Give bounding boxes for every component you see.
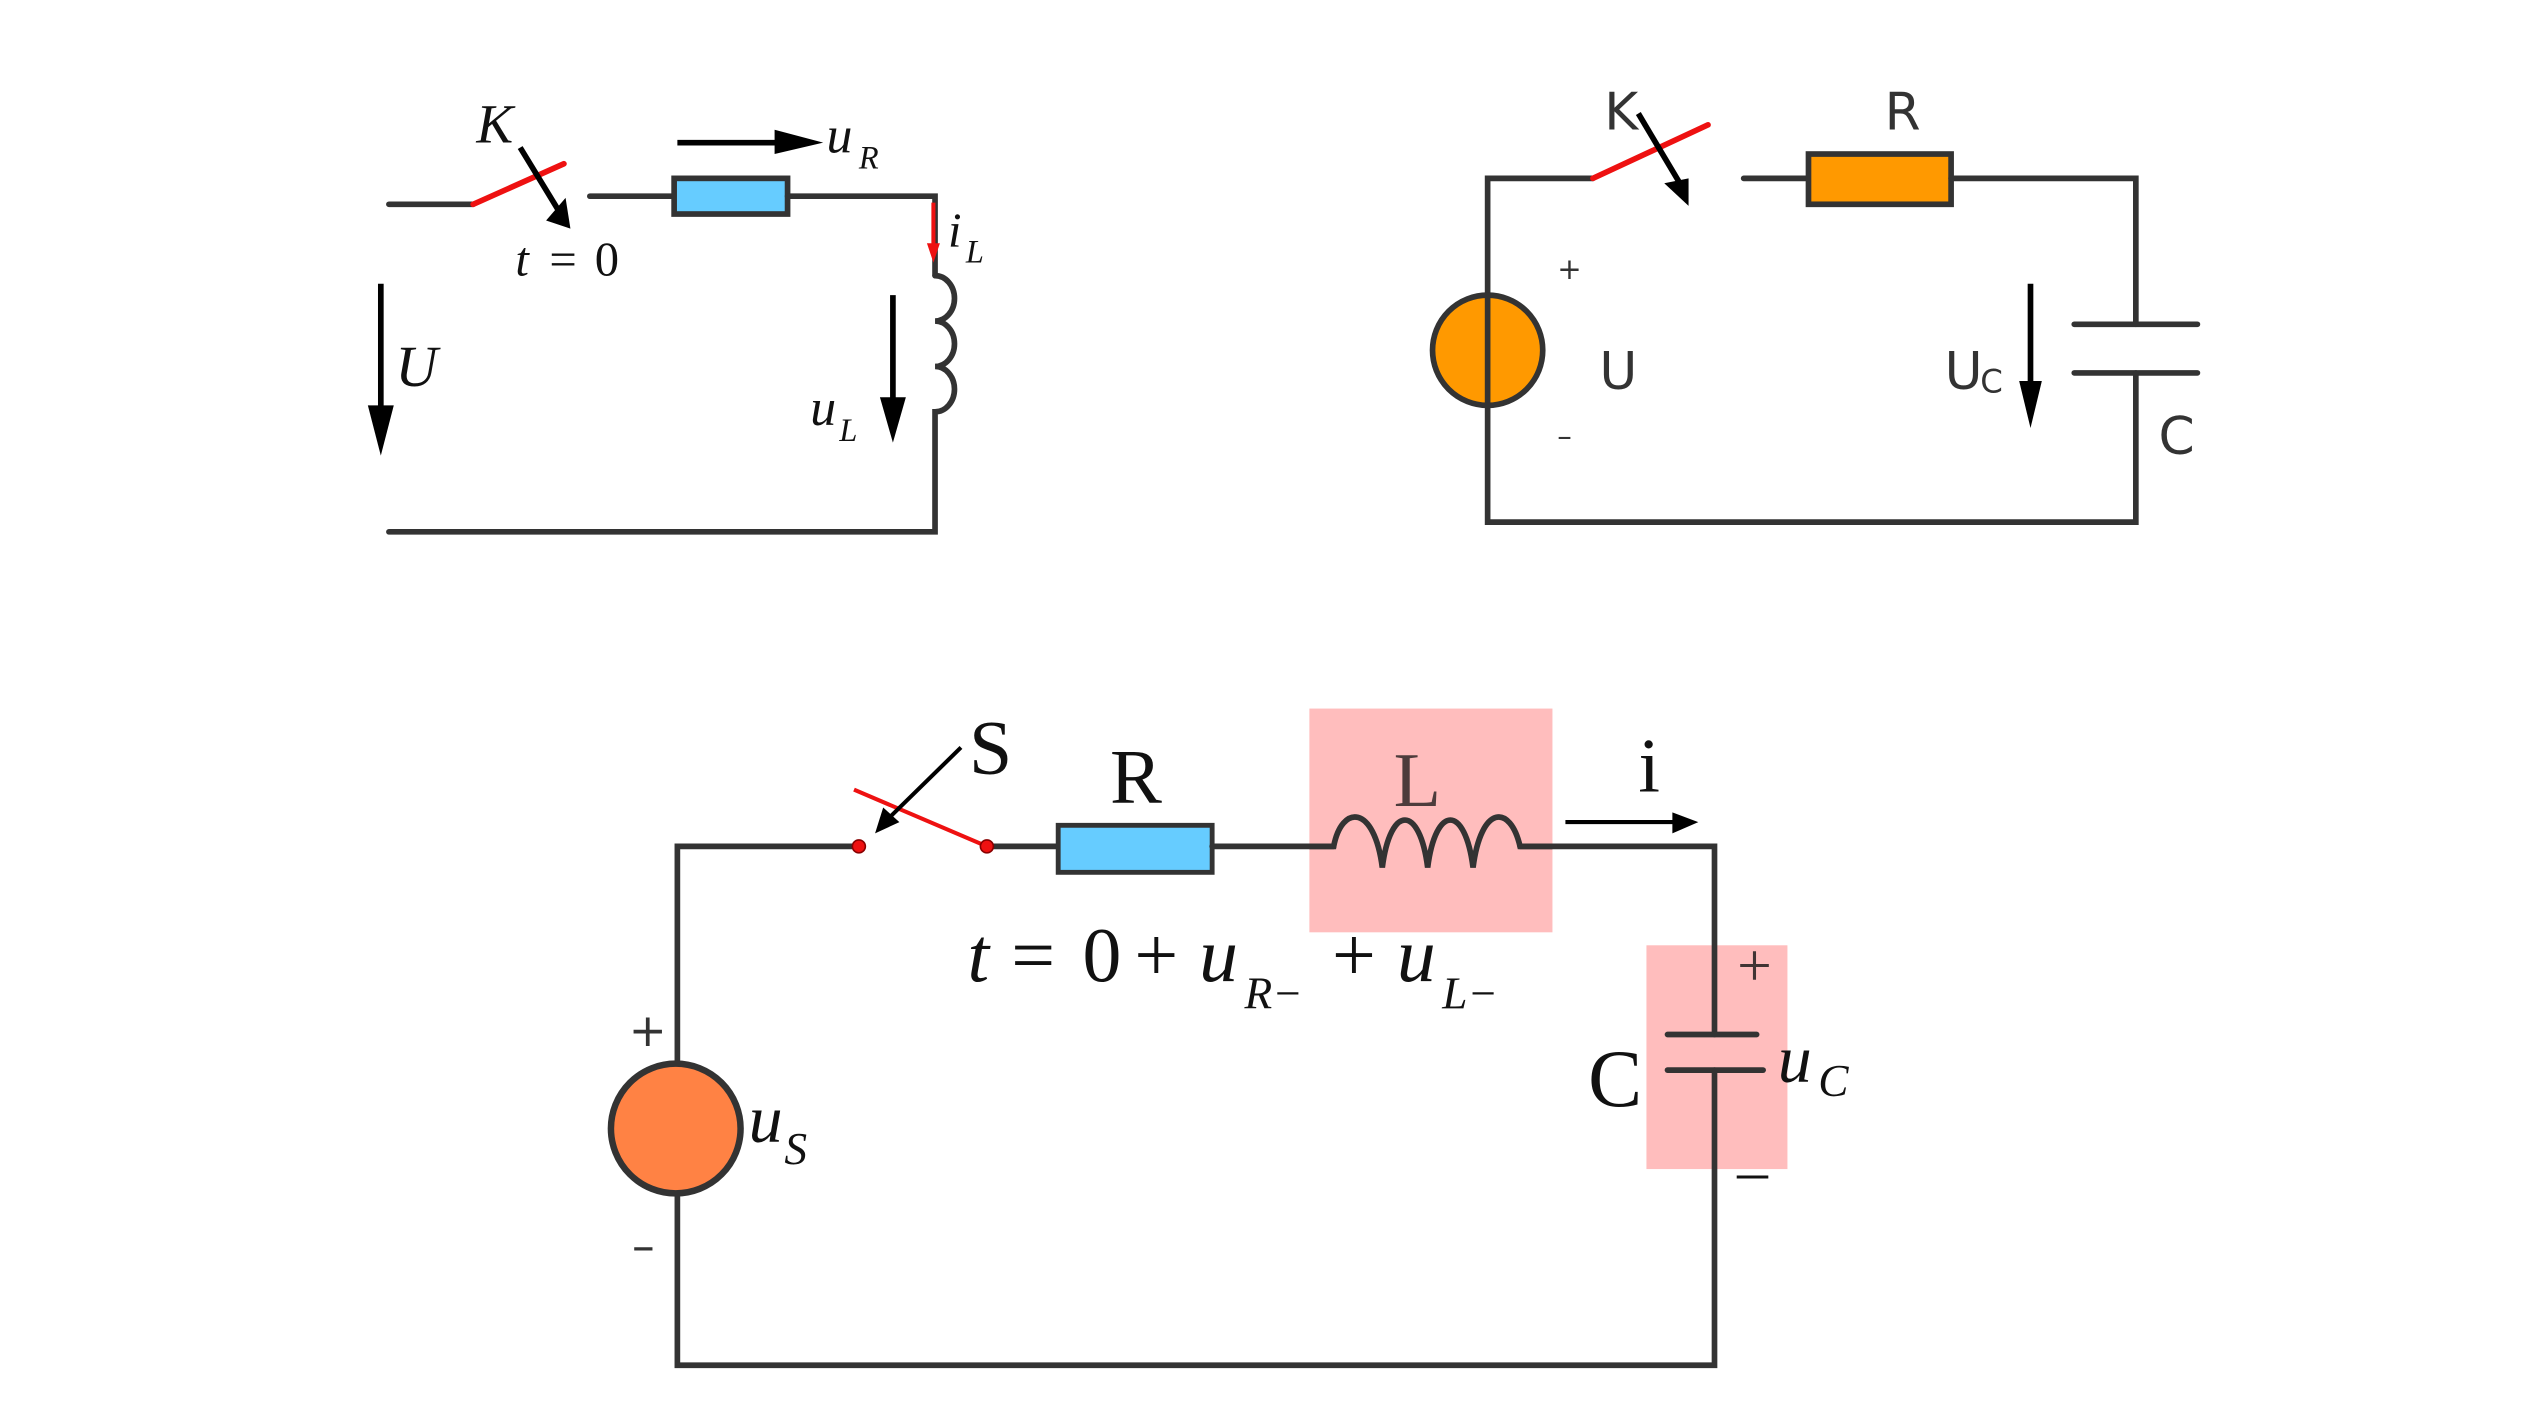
- rl-time-zero: 0: [595, 233, 619, 287]
- rlc-voltage-source: [607, 1060, 744, 1197]
- rlc-source-plus: +: [629, 1004, 667, 1057]
- rl-inductor-coil: [386, 272, 958, 535]
- rlc-cap-plus: +: [1737, 932, 1772, 1000]
- rl-time-eq: =: [549, 233, 576, 287]
- rl-wire-resistor-inductor: [784, 193, 938, 279]
- rlc-resistor: [1055, 822, 1215, 875]
- rc-switch-arrow-shaft: [1635, 112, 1682, 184]
- rl-circuit: K t = 0 u R i L u L U: [367, 94, 984, 535]
- rlc-current-label: i: [1638, 722, 1660, 808]
- rlc-resistor-label: R: [1110, 734, 1162, 820]
- rc-resistor: [1805, 151, 1954, 208]
- rlc-capacitor-label: C: [1588, 1034, 1642, 1124]
- rlc-uc-label: u: [1778, 1020, 1812, 1096]
- eq-u-r-sub: R−: [1244, 969, 1303, 1019]
- rlc-us-sub: S: [784, 1124, 807, 1174]
- rl-il-sub: L: [965, 235, 984, 271]
- eq-plus-2: +: [1332, 912, 1376, 998]
- rc-wire-left-top: [1484, 175, 1596, 298]
- rc-circuit: K R + – U U C C: [1429, 83, 2201, 525]
- rl-switch-arrowhead: [546, 197, 571, 229]
- rlc-switch-contact-left: [851, 839, 867, 854]
- rl-il-label: i: [948, 203, 962, 257]
- rlc-equation: t = 0 + u R− + u L−: [967, 912, 1498, 1019]
- rlc-uc-sub: C: [1818, 1056, 1849, 1106]
- rlc-switch-arrow-shaft: [885, 746, 963, 822]
- rlc-wire-inductor-cap: [1517, 843, 1718, 1038]
- rlc-cap-minus: –: [1736, 1138, 1769, 1206]
- eq-zero: 0: [1083, 912, 1122, 998]
- rc-switch-arrowhead: [1664, 178, 1689, 206]
- eq-u-r: u: [1199, 912, 1238, 998]
- rl-u-label: U: [395, 334, 441, 399]
- rlc-inductor-label: L: [1394, 737, 1442, 823]
- rc-uc-sub: C: [1980, 362, 2003, 400]
- rc-uc-arrowhead: [2019, 381, 2042, 429]
- rl-ul-sub: L: [838, 413, 857, 449]
- rc-wire-resistor-cap: [1948, 175, 2139, 328]
- rlc-switch-blade: [853, 787, 988, 849]
- rc-uc-label: U: [1945, 342, 1983, 402]
- rlc-circuit: S R L i C u C + – u S + – t = 0 + u R− +…: [607, 704, 1849, 1369]
- eq-equals: =: [1011, 912, 1055, 998]
- rlc-switch-label: S: [969, 704, 1012, 790]
- rl-resistor: [671, 175, 791, 217]
- rlc-wire-left-top: [674, 843, 862, 1065]
- rl-ul-label: u: [810, 380, 836, 437]
- rlc-us-label: u: [749, 1080, 783, 1156]
- rc-source-plus: +: [1557, 252, 1581, 286]
- rc-resistor-label: R: [1885, 83, 1921, 143]
- rc-source-label: U: [1599, 342, 1637, 402]
- rc-capacitor-label: C: [2159, 407, 2195, 467]
- rl-time-t: t: [515, 233, 530, 287]
- eq-t: t: [967, 912, 991, 998]
- rc-switch-label: K: [1604, 83, 1640, 143]
- rl-ur-sub: R: [858, 141, 879, 177]
- rc-wire-bottom: [1484, 370, 2139, 525]
- eq-u-l-sub: L−: [1441, 969, 1498, 1019]
- eq-u-l: u: [1397, 912, 1436, 998]
- rl-switch-arrow-shaft: [517, 146, 564, 216]
- rl-u-arrowhead: [367, 405, 394, 456]
- rlc-wire-bottom: [674, 1067, 1718, 1369]
- rlc-current-arrowhead: [1672, 812, 1699, 834]
- rlc-source-minus: –: [632, 1219, 655, 1272]
- eq-plus-1: +: [1134, 912, 1178, 998]
- rc-source-minus: –: [1557, 419, 1572, 453]
- rl-switch-blade: [470, 160, 567, 208]
- rl-il-arrowhead: [926, 243, 940, 263]
- rlc-inductor-coil: [1309, 814, 1553, 868]
- rc-switch-blade: [1590, 122, 1711, 182]
- rl-ur-arrowhead: [774, 129, 824, 155]
- rl-switch-label: K: [475, 94, 516, 155]
- rl-ur-label: u: [826, 107, 852, 164]
- rl-ul-arrowhead: [879, 397, 906, 443]
- rlc-switch-contact-right: [979, 839, 995, 854]
